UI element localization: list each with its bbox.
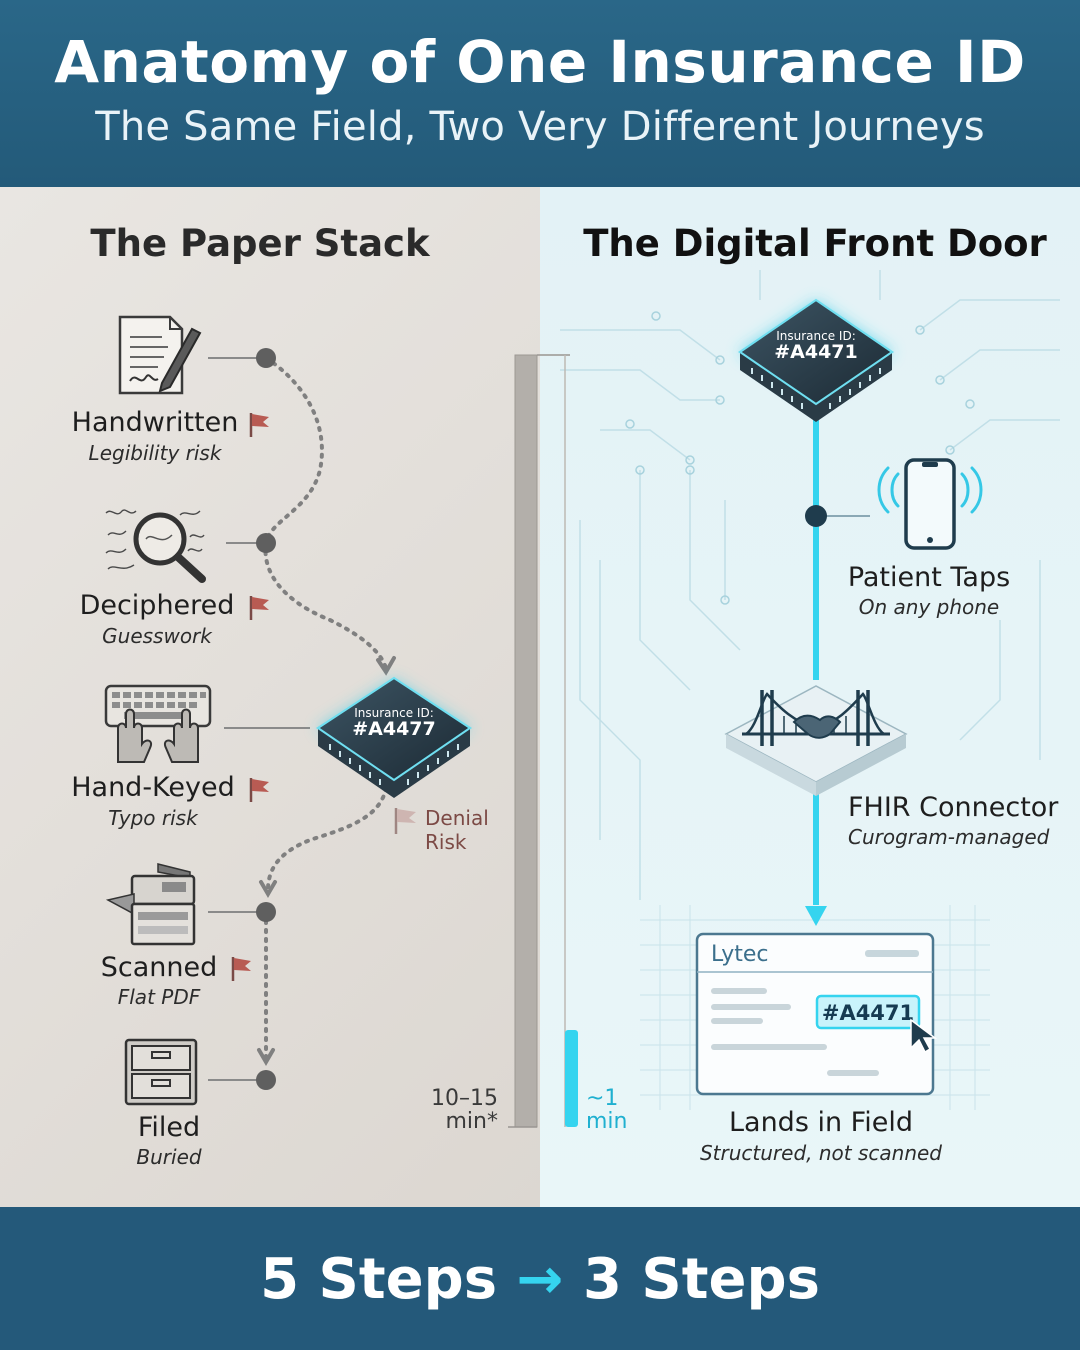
phone-tap-icon [877,458,983,550]
flag-icon [231,957,251,981]
node-handwritten [256,348,276,368]
digital-chip-caption: Insurance ID: [776,329,856,343]
node-patient-taps [805,505,827,527]
step-lands-sub: Structured, not scanned [699,1141,943,1165]
handwritten-form-icon [118,315,202,395]
node-deciphered [256,533,276,553]
denial-risk-label: Denial Risk [425,806,489,854]
digital-time-bar [565,1030,578,1127]
digital-step-count: 3 Steps [582,1247,820,1312]
node-scanned [256,902,276,922]
flag-icon [249,778,269,802]
lytec-title: Lytec [711,942,769,967]
step-fhir-label: FHIR Connector [848,792,1059,823]
path-arrowhead-1 [376,656,396,676]
flag-icon [249,413,269,437]
cursor-icon [910,1018,938,1054]
footer-banner: 5 Steps → 3 Steps [0,1207,1080,1350]
step-patient-taps-label: Patient Taps [847,562,1011,593]
step-deciphered-label: Deciphered [79,590,235,621]
risk-flags [231,413,416,981]
node-filed [256,1070,276,1090]
step-fhir-sub: Curogram-managed [848,825,1050,849]
step-scanned-sub: Flat PDF [117,985,201,1009]
step-filed-label: Filed [137,1112,201,1143]
step-filed-sub: Buried [136,1145,202,1169]
step-scanned-label: Scanned [100,952,218,983]
page-subtitle: The Same Field, Two Very Different Journ… [95,104,985,150]
file-cabinet-icon [124,1038,198,1106]
digital-chip-id: #A4471 [774,341,858,363]
step-hand-keyed-label: Hand-Keyed [71,772,235,803]
digital-front-door-title: The Digital Front Door [583,222,1047,265]
steps-summary: 5 Steps → 3 Steps [0,1247,1080,1312]
step-patient-taps-sub: On any phone [858,595,1000,619]
path-arrowhead-2 [259,880,277,898]
path-arrowhead-3 [257,1048,275,1066]
keyboard-hands-icon [104,684,212,763]
lytec-window: Lytec #A4471 [695,932,938,1096]
scanner-icon [105,863,196,946]
arrow-icon: → [516,1247,564,1312]
digital-time-label: ~1 min [586,1086,628,1134]
header-banner: Anatomy of One Insurance ID The Same Fie… [0,0,1080,187]
step-lands-label: Lands in Field [728,1107,913,1138]
paper-stack-title: The Paper Stack [90,222,430,265]
flag-icon [394,808,416,834]
step-deciphered-sub: Guesswork [102,624,212,648]
paper-chip-caption: Insurance ID: [354,706,434,720]
digital-chip-body: Insurance ID: #A4471 [738,298,894,422]
magnifier-scribble-icon [105,509,206,583]
step-hand-keyed-sub: Typo risk [108,806,198,830]
step-handwritten-sub: Legibility risk [88,441,222,465]
paper-chip-id: #A4477 [352,718,436,740]
page-title: Anatomy of One Insurance ID [54,28,1026,96]
paper-journey-path [263,356,388,670]
step-handwritten-label: Handwritten [71,407,239,438]
paper-time-bar [508,354,570,1128]
lytec-insurance-field: #A4471 [822,1001,914,1025]
digital-flow-line [805,400,870,926]
paper-step-count: 5 Steps [260,1247,498,1312]
bridge-handshake-icon [724,685,908,796]
flag-icon [249,596,269,620]
circuit-traces [560,270,1060,900]
paper-chip-body: Insurance ID: #A4477 [316,676,472,798]
paper-journey-path-2 [266,786,388,892]
paper-time-label: 10–15 min* [431,1086,498,1134]
